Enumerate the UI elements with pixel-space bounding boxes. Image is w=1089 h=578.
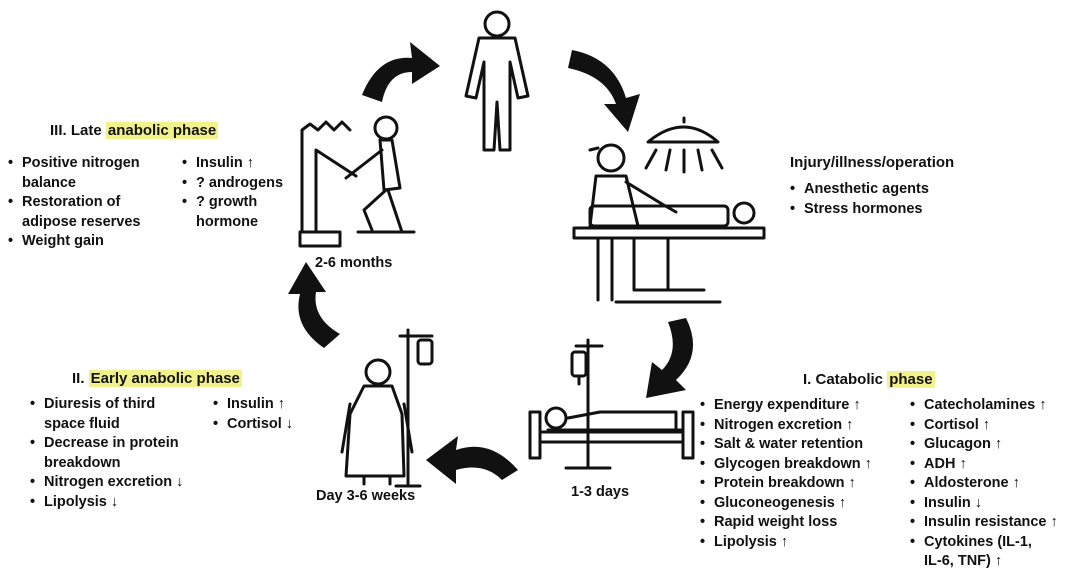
- phase1-heading-highlight: phase: [887, 371, 934, 388]
- list-item: Insulin ↑: [182, 154, 283, 174]
- list-item-continuation: breakdown: [30, 454, 183, 474]
- list-item: Insulin resistance ↑: [910, 513, 1058, 533]
- phase1-time-label: 1-3 days: [571, 484, 629, 500]
- list-item: Stress hormones: [790, 200, 929, 220]
- list-item: Cortisol ↓: [213, 415, 293, 435]
- list-item: Nitrogen excretion ↓: [30, 473, 183, 493]
- list-item: Protein breakdown ↑: [700, 474, 872, 494]
- injury-factors-list: Anesthetic agentsStress hormones: [790, 180, 929, 219]
- list-item: Rapid weight loss: [700, 513, 872, 533]
- list-item: Cytokines (IL-1,: [910, 533, 1058, 553]
- injury-heading: Injury/illness/operation: [790, 154, 954, 171]
- list-item: Cortisol ↑: [910, 416, 1058, 436]
- list-item-continuation: IL-6, TNF) ↑: [910, 552, 1058, 572]
- list-item-continuation: balance: [8, 174, 141, 194]
- list-item: ? growth: [182, 193, 283, 213]
- list-item: ? androgens: [182, 174, 283, 194]
- arrow-right-icon: [646, 318, 693, 398]
- list-item: Glycogen breakdown ↑: [700, 455, 872, 475]
- phase1-hormones-list: Catecholamines ↑Cortisol ↑Glucagon ↑ADH …: [910, 396, 1058, 572]
- list-item: Insulin ↓: [910, 494, 1058, 514]
- arrow-top-left-icon: [362, 42, 440, 102]
- healthy-person-icon: [466, 12, 528, 150]
- arrow-bottom-icon: [426, 436, 518, 484]
- list-item: Decrease in protein: [30, 434, 183, 454]
- walking-patient-icon: [342, 330, 432, 486]
- list-item: Nitrogen excretion ↑: [700, 416, 872, 436]
- surgery-scene-icon: [574, 118, 764, 302]
- list-item: Energy expenditure ↑: [700, 396, 872, 416]
- phase2-heading: II. Early anabolic phase: [72, 370, 242, 387]
- list-item: Restoration of: [8, 193, 141, 213]
- phase2-hormones-list: Insulin ↑Cortisol ↓: [213, 395, 293, 434]
- phase3-time-label: 2-6 months: [315, 255, 392, 271]
- list-item-continuation: hormone: [182, 213, 283, 233]
- arrow-top-right-icon: [568, 50, 640, 132]
- list-item: Anesthetic agents: [790, 180, 929, 200]
- bedridden-patient-icon: [530, 340, 693, 468]
- phase3-heading: III. Late anabolic phase: [50, 122, 218, 139]
- list-item: Positive nitrogen: [8, 154, 141, 174]
- arrow-left-icon: [288, 262, 340, 348]
- phase3-heading-highlight: anabolic phase: [106, 122, 218, 139]
- list-item-continuation: space fluid: [30, 415, 183, 435]
- list-item: Catecholamines ↑: [910, 396, 1058, 416]
- phase3-features-list: Positive nitrogenbalanceRestoration ofad…: [8, 154, 141, 252]
- phase1-heading-prefix: I. Catabolic: [803, 371, 887, 388]
- list-item: Aldosterone ↑: [910, 474, 1058, 494]
- list-item: Diuresis of third: [30, 395, 183, 415]
- phase2-heading-highlight: Early anabolic phase: [89, 370, 242, 387]
- phase1-features-list: Energy expenditure ↑Nitrogen excretion ↑…: [700, 396, 872, 552]
- exercising-person-icon: [300, 117, 414, 246]
- phase2-heading-prefix: II.: [72, 370, 89, 387]
- list-item: Gluconeogenesis ↑: [700, 494, 872, 514]
- list-item: Lipolysis ↓: [30, 493, 183, 513]
- list-item: Salt & water retention: [700, 435, 872, 455]
- list-item-continuation: adipose reserves: [8, 213, 141, 233]
- list-item: Glucagon ↑: [910, 435, 1058, 455]
- phase2-time-label: Day 3-6 weeks: [316, 488, 415, 504]
- list-item: Lipolysis ↑: [700, 533, 872, 553]
- list-item: Insulin ↑: [213, 395, 293, 415]
- list-item: ADH ↑: [910, 455, 1058, 475]
- phase3-heading-prefix: III. Late: [50, 122, 106, 139]
- phase1-heading: I. Catabolic phase: [803, 371, 935, 388]
- list-item: Weight gain: [8, 232, 141, 252]
